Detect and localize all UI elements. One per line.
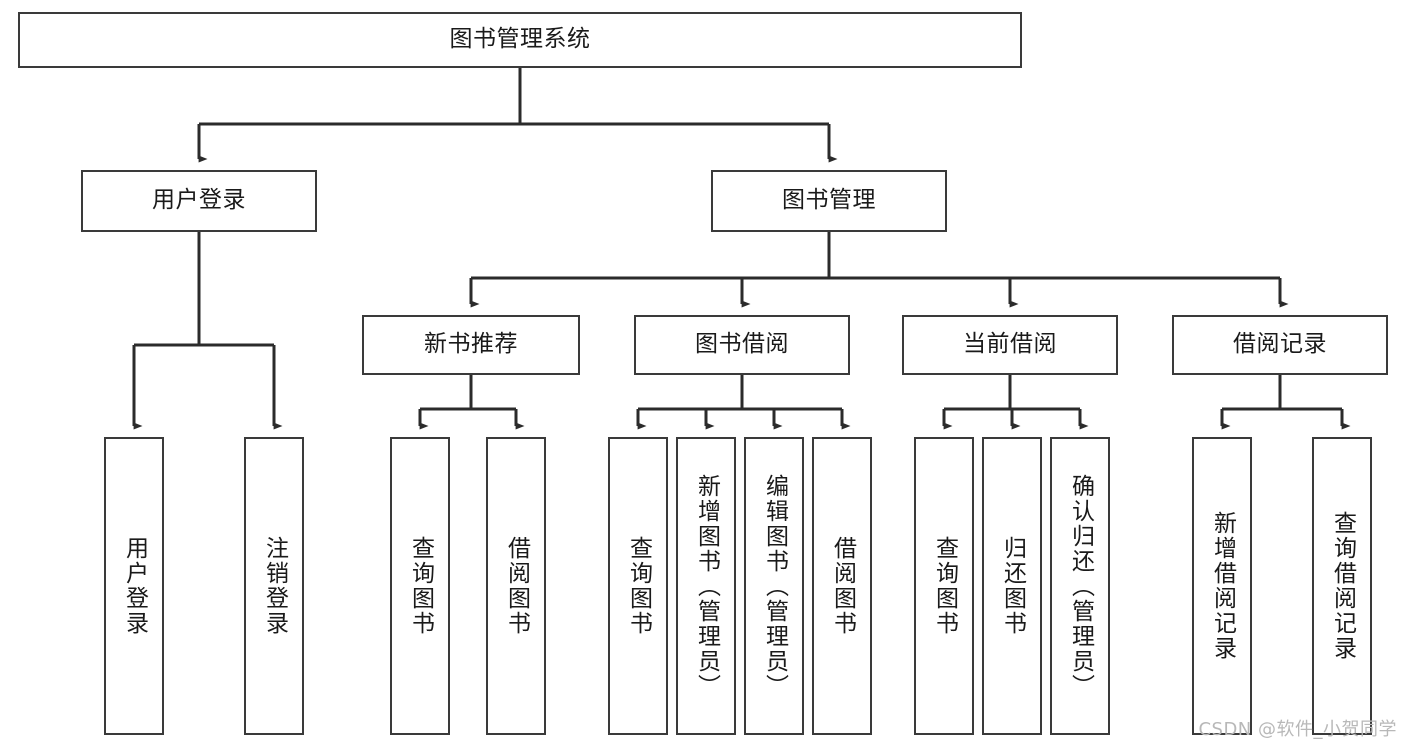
node-borrow-record[interactable]: 借阅记录 xyxy=(1172,315,1388,375)
node-leaf-user-login[interactable]: 用户登录 xyxy=(104,437,164,735)
node-label-new-book-rec: 新书推荐 xyxy=(424,331,518,358)
node-leaf-query-1[interactable]: 查询图书 xyxy=(390,437,450,735)
node-label-leaf-query-1: 查询图书 xyxy=(407,536,434,636)
node-label-book-borrow: 图书借阅 xyxy=(695,331,789,358)
node-label-user-login: 用户登录 xyxy=(152,187,246,214)
node-label-leaf-query-rec: 查询借阅记录 xyxy=(1329,511,1356,661)
node-current-borrow[interactable]: 当前借阅 xyxy=(902,315,1118,375)
node-label-current-borrow: 当前借阅 xyxy=(963,331,1057,358)
node-leaf-borrow-1[interactable]: 借阅图书 xyxy=(486,437,546,735)
node-leaf-borrow-2[interactable]: 借阅图书 xyxy=(812,437,872,735)
node-leaf-query-3[interactable]: 查询图书 xyxy=(914,437,974,735)
node-user-login[interactable]: 用户登录 xyxy=(81,170,317,232)
node-leaf-edit-book[interactable]: 编辑图书（管理员） xyxy=(744,437,804,735)
node-leaf-confirm[interactable]: 确认归还（管理员） xyxy=(1050,437,1110,735)
node-label-leaf-borrow-2: 借阅图书 xyxy=(829,536,856,636)
node-leaf-logout[interactable]: 注销登录 xyxy=(244,437,304,735)
node-leaf-add-book[interactable]: 新增图书（管理员） xyxy=(676,437,736,735)
node-label-leaf-logout: 注销登录 xyxy=(261,536,288,636)
node-label-leaf-query-3: 查询图书 xyxy=(931,536,958,636)
node-new-book-rec[interactable]: 新书推荐 xyxy=(362,315,580,375)
node-label-leaf-user-login: 用户登录 xyxy=(121,536,148,636)
node-leaf-return[interactable]: 归还图书 xyxy=(982,437,1042,735)
node-book-mgmt[interactable]: 图书管理 xyxy=(711,170,947,232)
node-label-leaf-add-rec: 新增借阅记录 xyxy=(1209,511,1236,661)
node-label-root: 图书管理系统 xyxy=(449,26,591,53)
node-label-leaf-edit-book: 编辑图书（管理员） xyxy=(761,473,788,699)
node-leaf-query-rec[interactable]: 查询借阅记录 xyxy=(1312,437,1372,735)
node-label-leaf-return: 归还图书 xyxy=(999,536,1026,636)
node-book-borrow[interactable]: 图书借阅 xyxy=(634,315,850,375)
node-root[interactable]: 图书管理系统 xyxy=(18,12,1022,68)
node-label-leaf-borrow-1: 借阅图书 xyxy=(503,536,530,636)
node-leaf-query-2[interactable]: 查询图书 xyxy=(608,437,668,735)
node-label-book-mgmt: 图书管理 xyxy=(782,187,876,214)
node-label-leaf-add-book: 新增图书（管理员） xyxy=(693,473,720,699)
node-label-borrow-record: 借阅记录 xyxy=(1233,331,1327,358)
node-label-leaf-query-2: 查询图书 xyxy=(625,536,652,636)
node-label-leaf-confirm: 确认归还（管理员） xyxy=(1067,473,1094,699)
csdn-watermark: CSDN @软件_小贺同学 xyxy=(1198,719,1397,740)
node-leaf-add-rec[interactable]: 新增借阅记录 xyxy=(1192,437,1252,735)
